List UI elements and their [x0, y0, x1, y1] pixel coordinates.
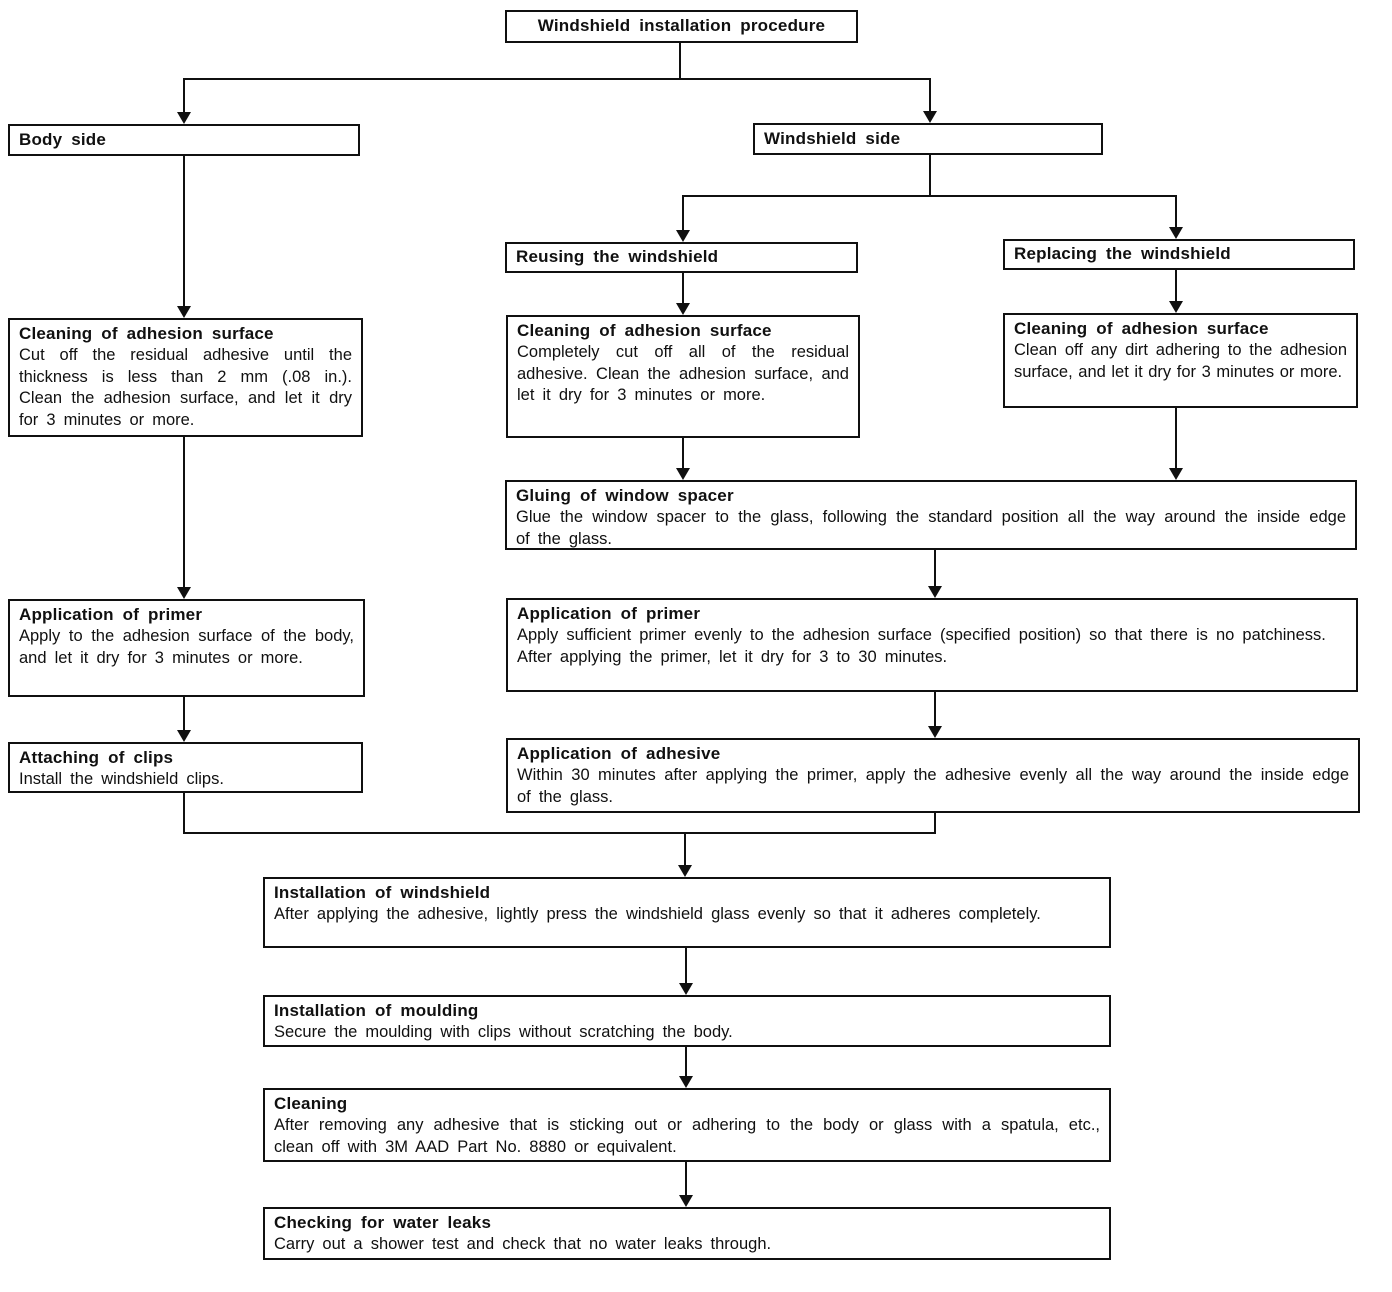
- windshield-primer-title: Application of primer: [517, 604, 701, 623]
- arrow-down-icon-reusing: [676, 230, 690, 242]
- connector-moulding-down: [685, 1047, 687, 1078]
- connector-replace-cleaning-down: [1175, 408, 1177, 470]
- attaching-clips-title: Attaching of clips: [19, 748, 174, 767]
- connector-into-replacing: [1175, 195, 1177, 229]
- arrow-down-icon-clips: [177, 730, 191, 742]
- install-windshield-title: Installation of windshield: [274, 883, 491, 902]
- arrow-down-icon-windshield-primer: [928, 586, 942, 598]
- connector-into-body-side: [183, 78, 185, 114]
- install-moulding-title: Installation of moulding: [274, 1001, 479, 1020]
- arrow-down-icon-gluing-mid: [676, 468, 690, 480]
- water-leaks-text: Carry out a shower test and check that n…: [274, 1235, 772, 1253]
- adhesive-text: Within 30 minutes after applying the pri…: [517, 766, 1349, 806]
- node-replace-cleaning: Cleaning of adhesion surface Clean off a…: [1003, 313, 1358, 408]
- replace-cleaning-text: Clean off any dirt adhering to the adhes…: [1014, 341, 1347, 381]
- connector-gluing-down: [934, 550, 936, 588]
- gluing-spacer-title: Gluing of window spacer: [516, 486, 734, 505]
- connector-title-down: [679, 43, 681, 80]
- body-primer-title: Application of primer: [19, 605, 203, 624]
- attaching-clips-text: Install the windshield clips.: [19, 770, 224, 788]
- connector-windshield-side-down: [929, 155, 931, 197]
- arrow-down-icon-body-side: [177, 112, 191, 124]
- node-body-primer: Application of primer Apply to the adhes…: [8, 599, 365, 697]
- node-windshield-primer: Application of primer Apply sufficient p…: [506, 598, 1358, 692]
- connector-body-side-down: [183, 156, 185, 308]
- connector-replacing-down: [1175, 270, 1177, 303]
- replace-cleaning-title: Cleaning of adhesion surface: [1014, 319, 1269, 338]
- arrow-down-icon-reuse-cleaning: [676, 303, 690, 315]
- node-body-cleaning: Cleaning of adhesion surface Cut off the…: [8, 318, 363, 437]
- arrow-down-icon-body-primer: [177, 587, 191, 599]
- connector-merge: [183, 832, 936, 834]
- arrow-down-icon-replacing: [1169, 227, 1183, 239]
- connector-clips-down: [183, 793, 185, 834]
- install-moulding-text: Secure the moulding with clips without s…: [274, 1023, 733, 1041]
- arrow-down-icon-water-leaks: [679, 1195, 693, 1207]
- node-body-side: Body side: [8, 124, 360, 156]
- node-windshield-side: Windshield side: [753, 123, 1103, 155]
- arrow-down-icon-windshield-side: [923, 111, 937, 123]
- body-cleaning-title: Cleaning of adhesion surface: [19, 324, 274, 343]
- connector-reusing-down: [682, 273, 684, 305]
- reuse-cleaning-title: Cleaning of adhesion surface: [517, 321, 772, 340]
- node-attaching-clips: Attaching of clips Install the windshiel…: [8, 742, 363, 793]
- arrow-down-icon-install-windshield: [678, 865, 692, 877]
- connector-body-cleaning-down: [183, 437, 185, 589]
- node-gluing-spacer: Gluing of window spacer Glue the window …: [505, 480, 1357, 550]
- node-replacing-windshield: Replacing the windshield: [1003, 239, 1355, 270]
- arrow-down-icon-moulding: [679, 983, 693, 995]
- cleaning-text: After removing any adhesive that is stic…: [274, 1116, 1100, 1156]
- arrow-down-icon-gluing-right: [1169, 468, 1183, 480]
- connector-into-reusing: [682, 195, 684, 232]
- node-reusing-windshield: Reusing the windshield: [505, 242, 858, 273]
- windshield-primer-text: Apply sufficient primer evenly to the ad…: [517, 626, 1326, 666]
- node-cleaning: Cleaning After removing any adhesive tha…: [263, 1088, 1111, 1162]
- connector-reuse-cleaning-down: [682, 438, 684, 470]
- gluing-spacer-text: Glue the window spacer to the glass, fol…: [516, 508, 1346, 548]
- water-leaks-title: Checking for water leaks: [274, 1213, 492, 1232]
- body-cleaning-text: Cut off the residual adhesive until the …: [19, 346, 352, 429]
- connector-top-split: [183, 78, 931, 80]
- connector-adhesive-down: [934, 813, 936, 834]
- node-install-windshield: Installation of windshield After applyin…: [263, 877, 1111, 948]
- connector-merge-down: [684, 832, 686, 867]
- node-water-leaks: Checking for water leaks Carry out a sho…: [263, 1207, 1111, 1260]
- node-reuse-cleaning: Cleaning of adhesion surface Completely …: [506, 315, 860, 438]
- connector-body-primer-down: [183, 697, 185, 732]
- arrow-down-icon-adhesive: [928, 726, 942, 738]
- replacing-windshield-label: Replacing the windshield: [1014, 244, 1231, 263]
- adhesive-title: Application of adhesive: [517, 744, 721, 763]
- connector-install-windshield-down: [685, 948, 687, 985]
- arrow-down-icon-cleaning: [679, 1076, 693, 1088]
- cleaning-title: Cleaning: [274, 1094, 348, 1113]
- connector-windshield-primer-down: [934, 692, 936, 728]
- connector-into-windshield-side: [929, 78, 931, 113]
- procedure-title-label: Windshield installation procedure: [537, 16, 826, 35]
- reuse-cleaning-text: Completely cut off all of the residual a…: [517, 343, 849, 404]
- node-adhesive: Application of adhesive Within 30 minute…: [506, 738, 1360, 813]
- reusing-windshield-label: Reusing the windshield: [516, 247, 719, 266]
- node-procedure-title: Windshield installation procedure: [505, 10, 858, 43]
- arrow-down-icon-body-cleaning: [177, 306, 191, 318]
- connector-cleaning-down: [685, 1162, 687, 1197]
- body-primer-text: Apply to the adhesion surface of the bod…: [19, 627, 354, 667]
- install-windshield-text: After applying the adhesive, lightly pre…: [274, 905, 1041, 923]
- body-side-label: Body side: [19, 129, 107, 149]
- arrow-down-icon-replace-cleaning: [1169, 301, 1183, 313]
- connector-windshield-split: [682, 195, 1177, 197]
- windshield-side-label: Windshield side: [764, 128, 901, 148]
- node-install-moulding: Installation of moulding Secure the moul…: [263, 995, 1111, 1047]
